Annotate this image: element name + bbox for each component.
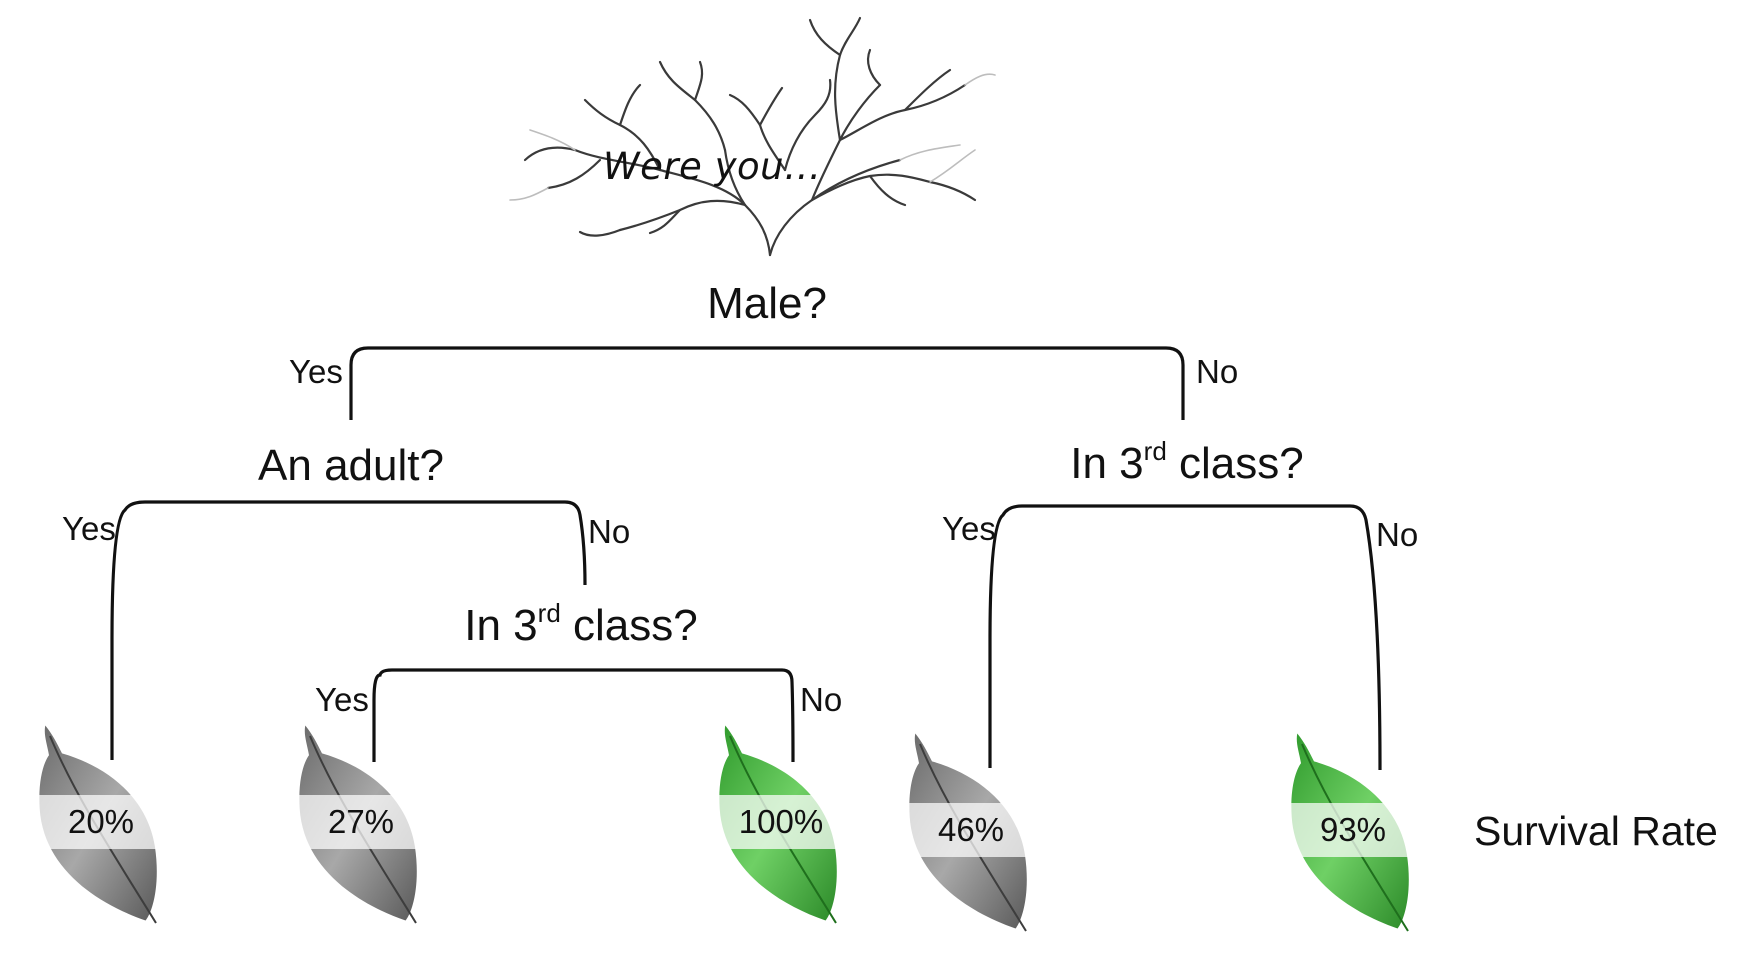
branch-label-boy-class-no: No: [800, 681, 843, 718]
tree-sketch-light-icon: [509, 73, 996, 201]
root-caption: Were you…: [603, 145, 822, 188]
node-question-female-class: In 3rd class?: [1070, 438, 1304, 488]
branch-label-female-class-no: No: [1376, 516, 1419, 553]
question-prefix: In 3: [464, 601, 538, 650]
question-prefix: In 3: [1070, 439, 1144, 488]
question-superscript: rd: [537, 598, 561, 628]
branch-label-root-no: No: [1196, 353, 1239, 390]
branch-label-adult-no: No: [588, 513, 631, 550]
question-suffix: class?: [560, 601, 698, 650]
survival-rate-label: Survival Rate: [1474, 808, 1718, 854]
leaf-rate-female-not-3rd: 93%: [1286, 803, 1420, 857]
leaf-rate-male-adult: 20%: [34, 795, 168, 849]
female-class-connector: [988, 504, 1382, 771]
branch-label-adult-yes: Yes: [62, 510, 116, 547]
leaf-rate-female-3rd: 46%: [904, 803, 1038, 857]
tree-connectors: [110, 346, 1382, 771]
boy-class-connector: [372, 668, 795, 763]
adult-connector: [110, 500, 587, 760]
question-superscript: rd: [1143, 436, 1167, 466]
leaf-rate-boy-not-3rd: 100%: [714, 795, 848, 849]
node-question-boy-class: In 3rd class?: [464, 600, 698, 650]
node-question-male: Male?: [707, 279, 827, 328]
leaf-rate-boy-3rd: 27%: [294, 795, 428, 849]
branch-label-boy-class-yes: Yes: [315, 681, 369, 718]
branch-label-root-yes: Yes: [289, 353, 343, 390]
node-question-adult: An adult?: [258, 441, 444, 490]
question-suffix: class?: [1166, 439, 1304, 488]
branch-label-female-class-yes: Yes: [942, 510, 996, 547]
tree-sketch-icon: [523, 16, 977, 257]
root-connector: [349, 346, 1185, 420]
